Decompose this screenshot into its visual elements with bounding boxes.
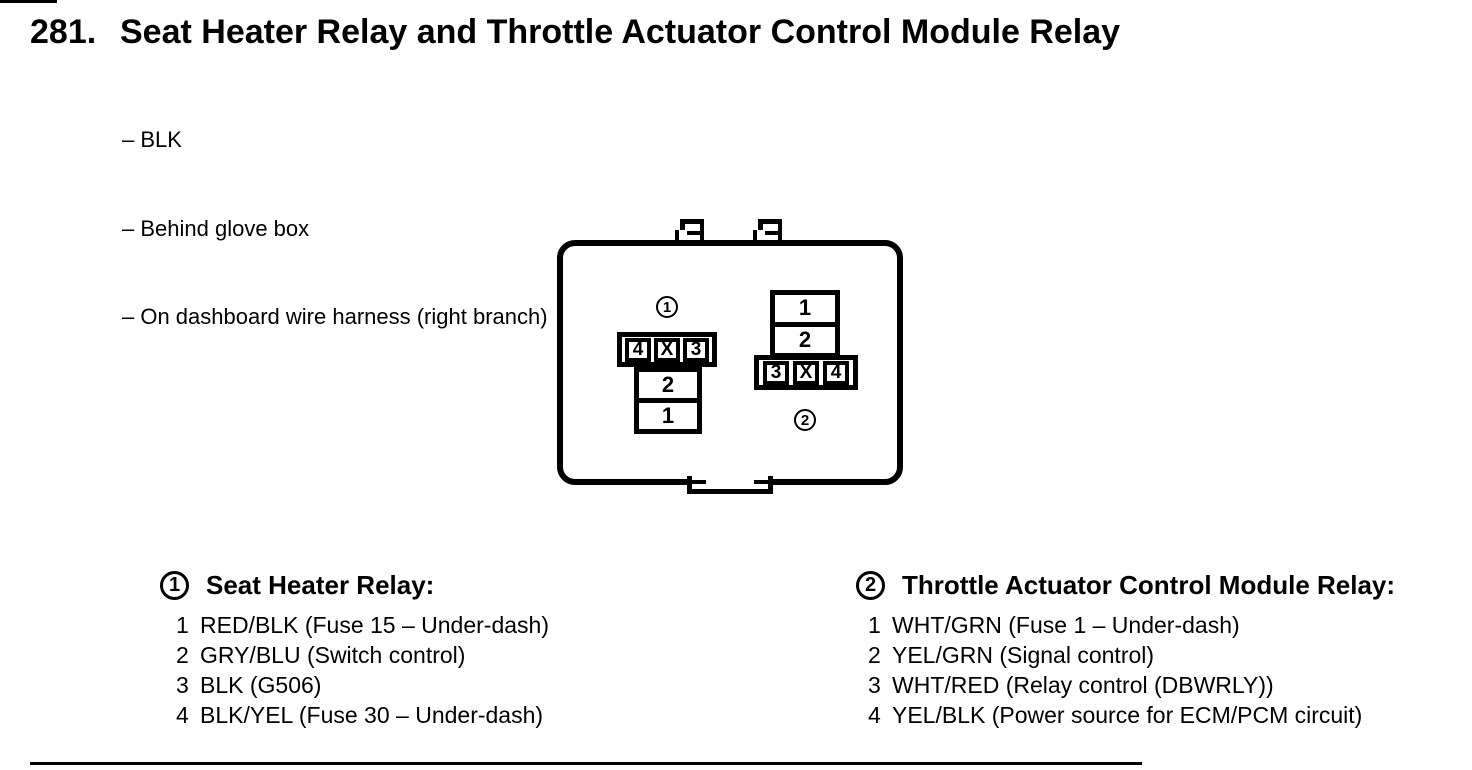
legend1-marker-digit: 1: [168, 574, 181, 596]
location-notes: – BLK – Behind glove box – On dashboard …: [122, 66, 548, 361]
legend2-item-2: 2 YEL/GRN (Signal control): [856, 640, 1395, 670]
legend1-item-1: 1 RED/BLK (Fuse 15 – Under-dash): [160, 610, 549, 640]
connector2-pin-2: 2: [775, 321, 835, 354]
legend-throttle-actuator-relay: 2 Throttle Actuator Control Module Relay…: [856, 570, 1395, 730]
legend1-items: 1 RED/BLK (Fuse 15 – Under-dash) 2 GRY/B…: [160, 610, 549, 730]
connector1-pin-x: X: [654, 337, 680, 362]
figure-number: 281.: [30, 13, 97, 51]
pin-number: 1: [868, 612, 881, 638]
connector2-pin-1: 1: [798, 295, 812, 321]
legend1-item-2: 2 GRY/BLU (Switch control): [160, 640, 549, 670]
pin-number: 1: [176, 612, 189, 638]
pin-number: 4: [868, 702, 881, 728]
legend2-heading: 2 Throttle Actuator Control Module Relay…: [856, 570, 1395, 601]
circled-2-marker: 2: [794, 409, 816, 431]
pin-number: 3: [868, 672, 881, 698]
legend1-item-4: 4 BLK/YEL (Fuse 30 – Under-dash): [160, 700, 549, 730]
connector1-pin-row: 4 X 3: [617, 332, 717, 367]
circled-2-digit: 2: [800, 411, 810, 429]
note-color: – BLK: [122, 127, 182, 152]
legend1-heading: 1 Seat Heater Relay:: [160, 570, 549, 601]
connector-diagram: 1 4 X 3 2 1 1 2 3 X 4 2: [557, 218, 903, 498]
legend2-items: 1 WHT/GRN (Fuse 1 – Under-dash) 2 YEL/GR…: [856, 610, 1395, 730]
top-latch-tab-right: [753, 219, 782, 241]
bottom-latch-tab: [687, 476, 773, 494]
top-latch-tab-left: [675, 219, 704, 241]
connector1-pin-4: 4: [625, 337, 651, 362]
pin-number: 2: [868, 642, 881, 668]
legend1-title: Seat Heater Relay:: [206, 570, 435, 600]
note-harness: – On dashboard wire harness (right branc…: [122, 304, 548, 329]
pin-description: GRY/BLU (Switch control): [200, 642, 466, 668]
connector-housing-drawing: [557, 219, 903, 494]
legend2-item-3: 3 WHT/RED (Relay control (DBWRLY)): [856, 670, 1395, 700]
legend1-circled-marker-icon: 1: [160, 571, 189, 600]
legend2-item-4: 4 YEL/BLK (Power source for ECM/PCM circ…: [856, 700, 1395, 730]
pin-description: YEL/GRN (Signal control): [892, 642, 1155, 668]
bottom-latch-slot: [692, 475, 768, 486]
circled-1-marker: 1: [656, 296, 678, 318]
page-heading: 281. Seat Heater Relay and Throttle Actu…: [30, 13, 1120, 52]
pin-description: BLK/YEL (Fuse 30 – Under-dash): [200, 702, 544, 728]
legend1-item-3: 3 BLK (G506): [160, 670, 549, 700]
legend-seat-heater-relay: 1 Seat Heater Relay: 1 RED/BLK (Fuse 15 …: [160, 570, 549, 730]
connector2-pin-stack: 1 2: [770, 290, 840, 358]
pin-description: RED/BLK (Fuse 15 – Under-dash): [200, 612, 549, 638]
connector2-pin-row: 3 X 4: [754, 355, 858, 390]
legend2-marker-digit: 2: [864, 574, 877, 596]
note-location: – Behind glove box: [122, 215, 310, 241]
pin-description: WHT/RED (Relay control (DBWRLY)): [892, 672, 1274, 698]
pin-description: YEL/BLK (Power source for ECM/PCM circui…: [892, 702, 1363, 728]
page-top-scan-line: [0, 0, 57, 3]
pin-description: WHT/GRN (Fuse 1 – Under-dash): [892, 612, 1240, 638]
connector2-pin-x: X: [793, 360, 819, 385]
pin-number: 4: [176, 702, 189, 728]
pin-description: BLK (G506): [200, 672, 322, 698]
pin-number: 3: [176, 672, 189, 698]
page-title: Seat Heater Relay and Throttle Actuator …: [120, 13, 1121, 51]
pin-number: 2: [176, 642, 189, 668]
connector1-pin-stack: 2 1: [634, 367, 702, 434]
legend2-title: Throttle Actuator Control Module Relay:: [902, 570, 1396, 600]
connector1-pin-1: 1: [639, 398, 697, 429]
circled-1-digit: 1: [662, 298, 672, 316]
legend2-item-1: 1 WHT/GRN (Fuse 1 – Under-dash): [856, 610, 1395, 640]
connector1-pin-3: 3: [683, 337, 709, 362]
page-bottom-rule: [30, 762, 1142, 765]
legend2-circled-marker-icon: 2: [856, 571, 885, 600]
connector1-pin-2: 2: [661, 372, 675, 397]
connector2-pin-4: 4: [823, 360, 849, 385]
connector2-pin-3: 3: [763, 360, 789, 385]
